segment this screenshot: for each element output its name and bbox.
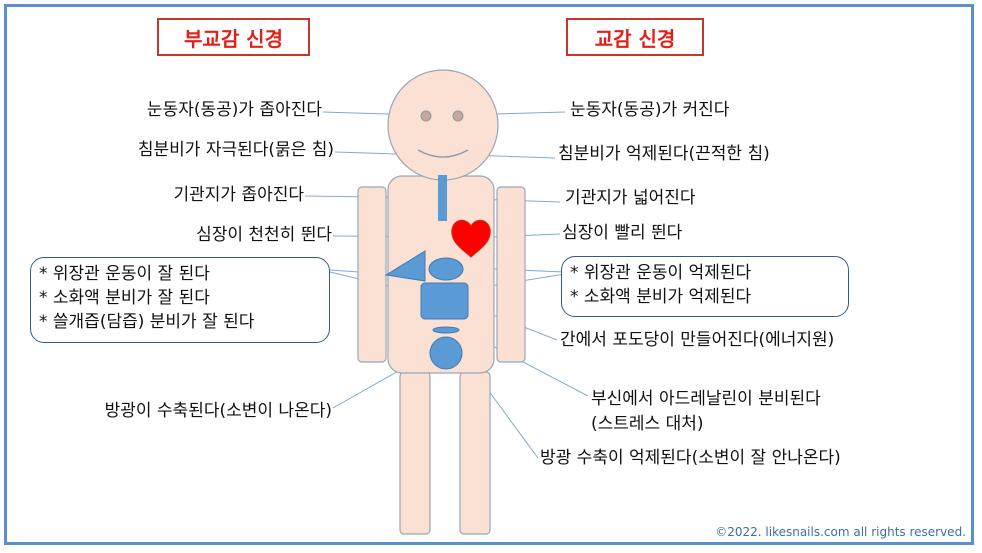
right-liver-label: 간에서 포도당이 만들어진다(에너지원)	[560, 330, 835, 350]
intestine-organ	[420, 282, 469, 320]
left-saliva-label: 침분비가 자극된다(묽은 침)	[137, 140, 334, 160]
heart-organ	[451, 219, 491, 258]
head	[387, 69, 499, 181]
right-digest-line: * 소화액 분비가 억제된다	[570, 287, 752, 307]
adrenal-organ	[432, 326, 460, 334]
mouth	[417, 149, 469, 158]
liver-organ	[384, 250, 426, 282]
title-sympathetic: 교감 신경	[566, 18, 704, 56]
left-digest-box: * 위장관 운동이 잘 된다 * 소화액 분비가 잘 된다 * 쓸개즙(담즙) …	[30, 257, 330, 343]
right-pupil-label: 눈동자(동공)가 커진다	[570, 100, 730, 120]
left-digest-line: * 쓸개즙(담즙) 분비가 잘 된다	[39, 312, 255, 332]
left-eye	[420, 110, 432, 122]
right-adrenal-label-line1: 부신에서 아드레날린이 분비된다	[591, 389, 821, 409]
right-arm	[496, 186, 526, 363]
left-pupil-label: 눈동자(동공)가 좁아진다	[146, 100, 322, 120]
left-leg	[399, 371, 431, 535]
left-bladder-label: 방광이 수축된다(소변이 나온다)	[104, 401, 332, 421]
left-digest-line: * 소화액 분비가 잘 된다	[39, 288, 210, 308]
left-arm	[357, 186, 387, 363]
right-digest-box: * 위장관 운동이 억제된다 * 소화액 분비가 억제된다	[561, 256, 849, 317]
right-bladder-label: 방광 수축이 억제된다(소변이 잘 안나온다)	[540, 448, 841, 468]
title-parasympathetic: 부교감 신경	[157, 18, 310, 56]
right-heart-label: 심장이 빨리 뛴다	[562, 223, 683, 243]
right-saliva-label: 침분비가 억제된다(끈적한 침)	[558, 144, 770, 164]
left-bronchi-label: 기관지가 좁아진다	[173, 185, 304, 205]
bladder-organ	[429, 336, 463, 370]
copyright-notice: ©2022. likesnails.com all rights reserve…	[715, 525, 966, 539]
right-digest-line: * 위장관 운동이 억제된다	[570, 263, 752, 283]
trachea	[438, 175, 447, 221]
right-adrenal-label-line2: (스트레스 대처)	[591, 414, 704, 434]
right-bronchi-label: 기관지가 넓어진다	[565, 188, 696, 208]
left-heart-label: 심장이 천천히 뛴다	[196, 225, 332, 245]
left-digest-line: * 위장관 운동이 잘 된다	[39, 264, 210, 284]
right-leg	[459, 371, 491, 535]
stomach-organ	[428, 257, 464, 281]
right-eye	[452, 110, 464, 122]
